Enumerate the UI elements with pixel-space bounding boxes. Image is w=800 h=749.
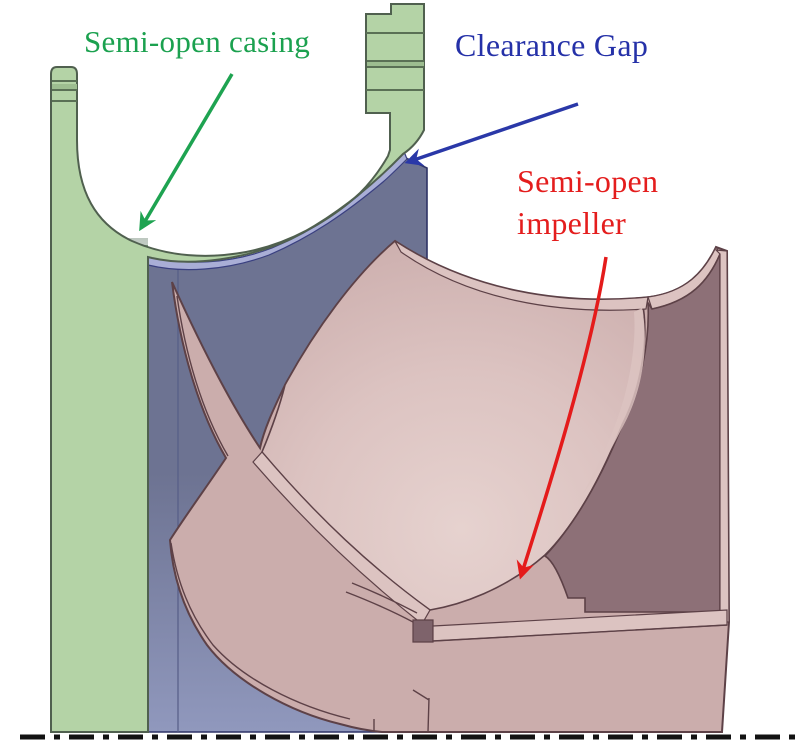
impeller-hub-bottom-edges bbox=[373, 689, 430, 733]
impeller-blade-sickle-edge bbox=[176, 295, 229, 457]
casing-arrow bbox=[139, 73, 234, 232]
impeller-label-line1: Semi-open bbox=[517, 163, 659, 199]
impeller-group bbox=[168, 239, 731, 733]
casing-shape bbox=[50, 3, 425, 733]
casing-group bbox=[50, 3, 425, 733]
gap-label: Clearance Gap bbox=[455, 27, 649, 63]
casing-right-flange-groove-band bbox=[367, 61, 424, 67]
impeller-blade-tip-band bbox=[394, 240, 649, 311]
impeller-step-notch bbox=[412, 619, 434, 643]
casing-left-flange-groove-band bbox=[52, 84, 77, 90]
impeller-label-line2: impeller bbox=[517, 205, 627, 241]
impeller-fillet-highlight bbox=[583, 308, 645, 494]
impeller-shroud-arc bbox=[170, 542, 351, 720]
impeller-label: Semi-open impeller bbox=[517, 160, 658, 244]
gap-arrow bbox=[404, 102, 579, 166]
impeller-hub-step-curve bbox=[345, 582, 418, 623]
casing-left-flange-grooves bbox=[52, 80, 77, 102]
casing-right-flange-grooves bbox=[366, 32, 424, 91]
impeller-arrow bbox=[516, 256, 608, 580]
impeller-hub-rim-line bbox=[432, 624, 728, 642]
casing-label: Semi-open casing bbox=[84, 24, 311, 59]
